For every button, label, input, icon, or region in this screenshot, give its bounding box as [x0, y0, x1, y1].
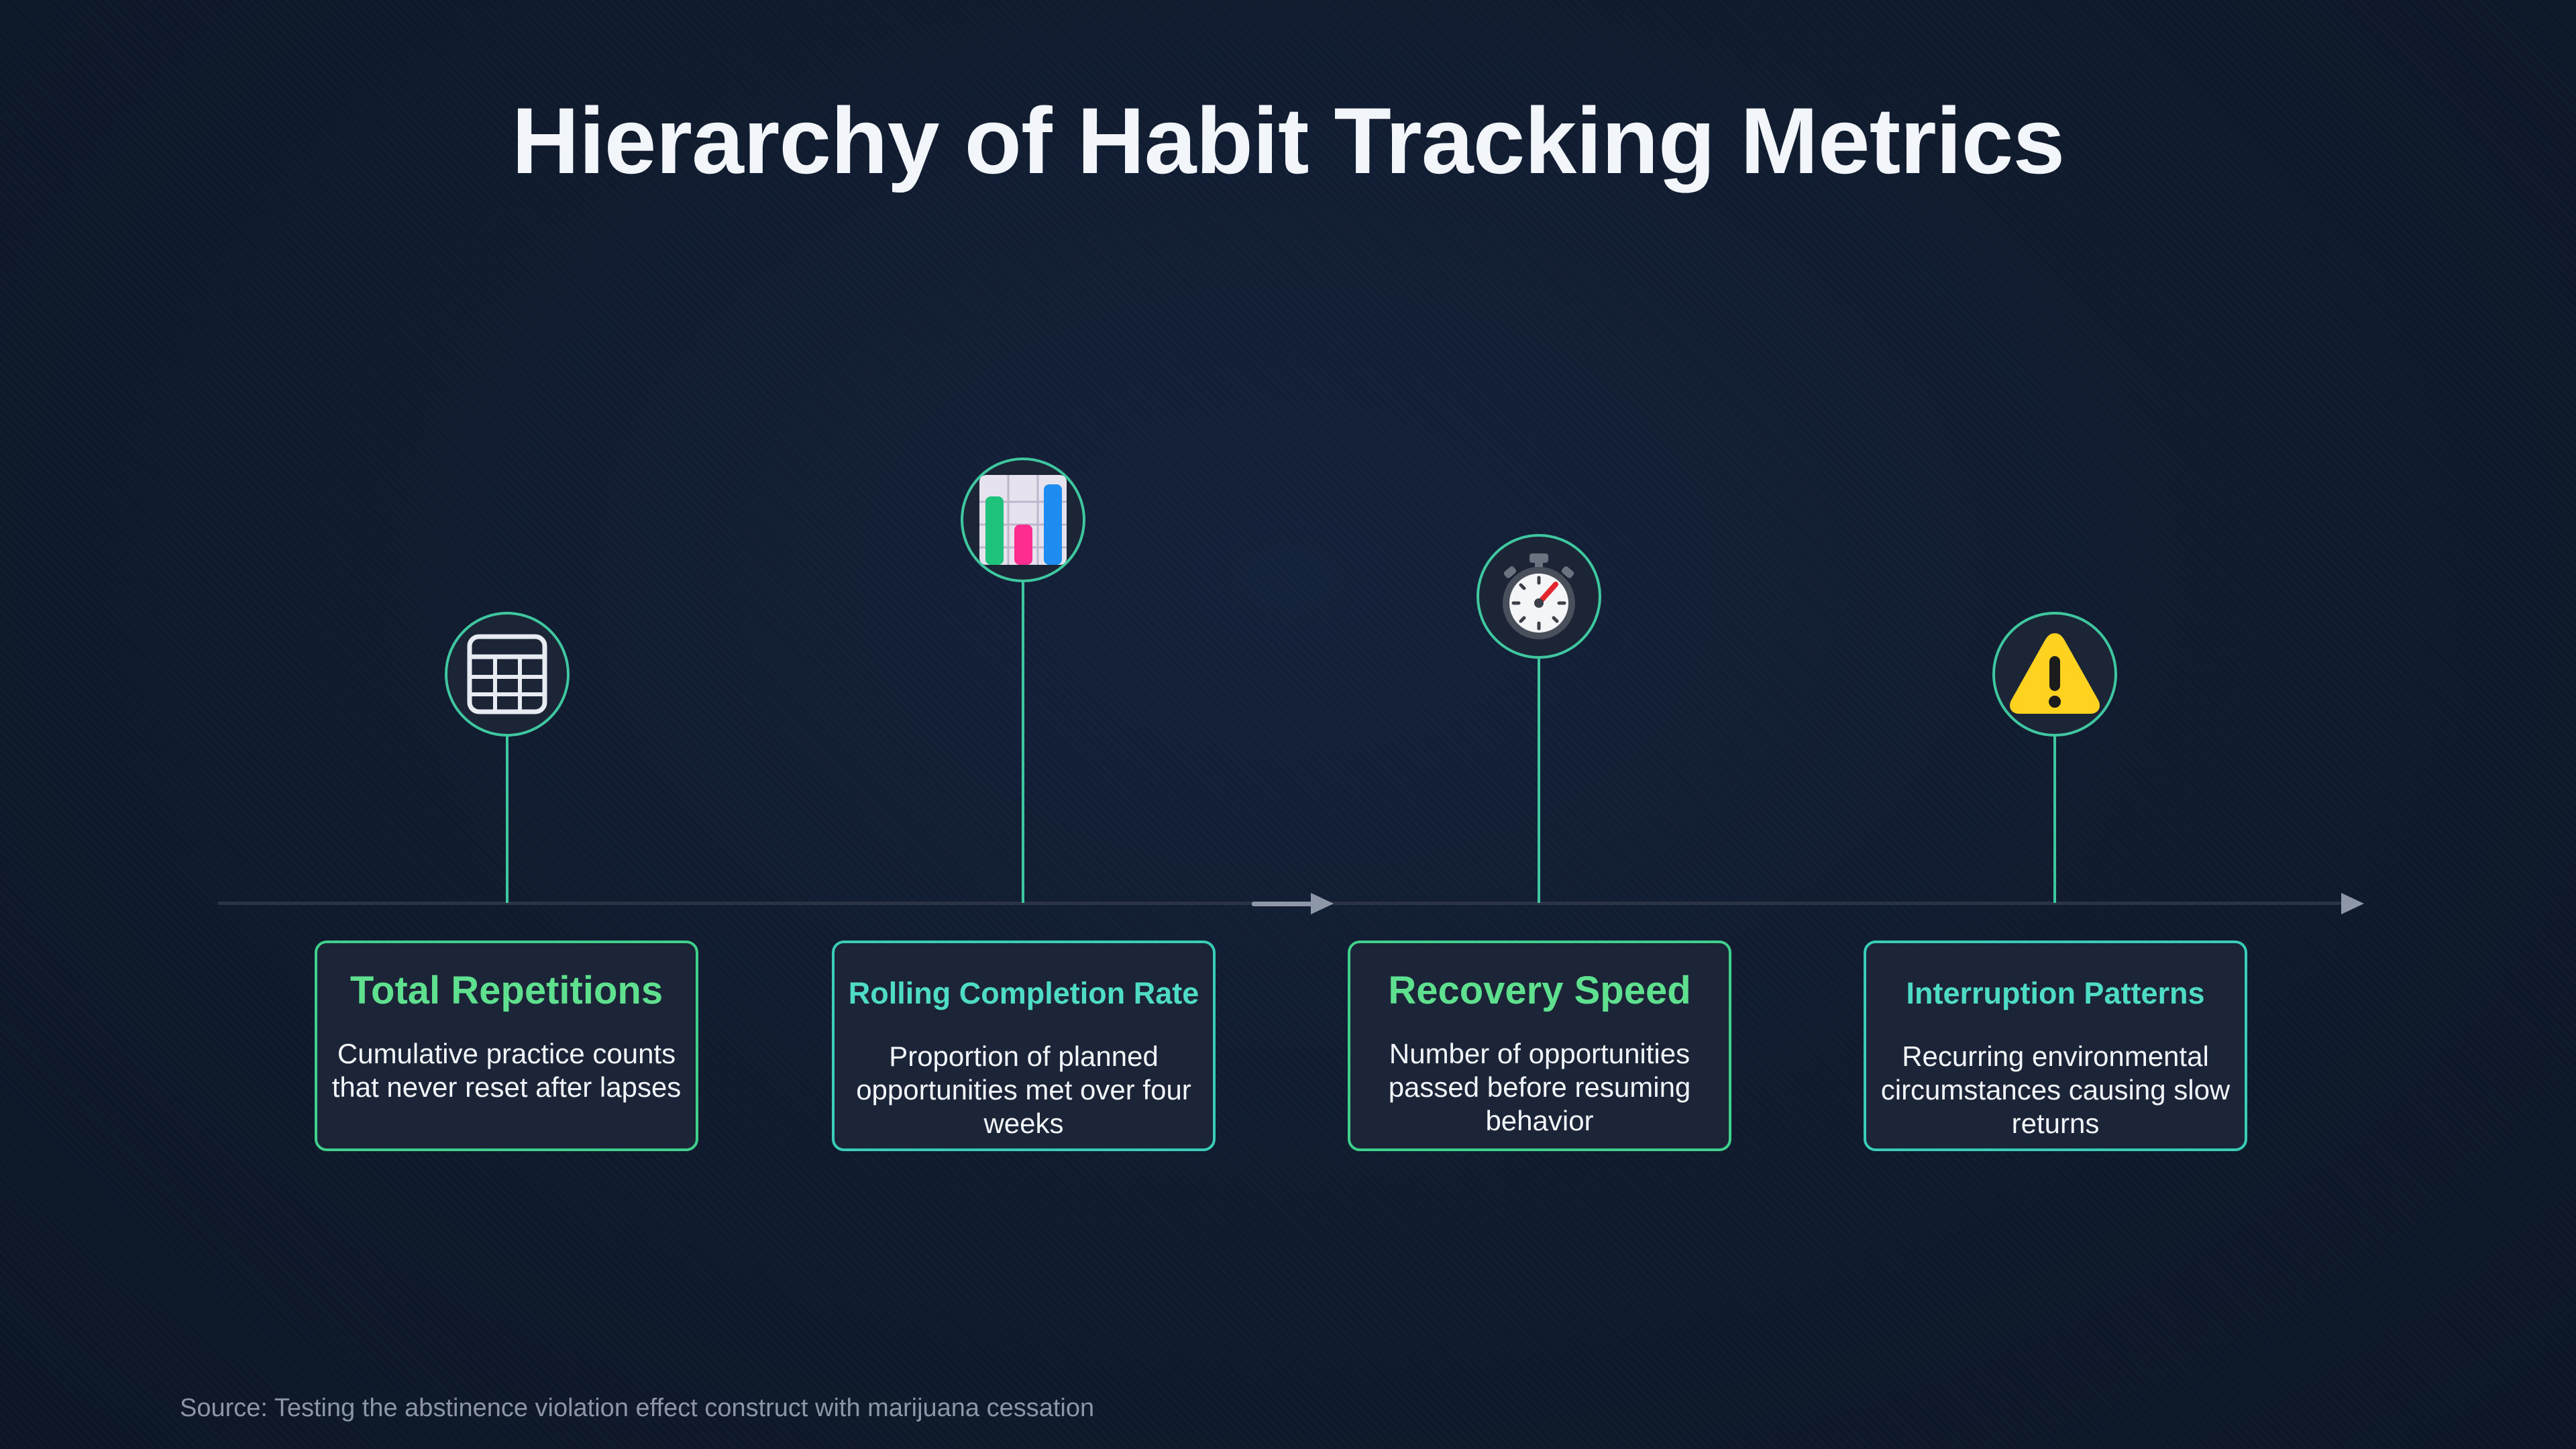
- metric-3-connector: [1538, 659, 1540, 903]
- metric-2-description: Proportion of planned opportunities met …: [856, 1040, 1191, 1139]
- metric-4-description: Recurring environmental circumstances ca…: [1880, 1040, 2231, 1139]
- metric-3-description: Number of opportunities passed before re…: [1388, 1038, 1691, 1136]
- metric-2-connector: [1022, 582, 1024, 903]
- metric-1-title: Total Repetitions: [350, 969, 663, 1012]
- warning-icon: [2010, 633, 2100, 714]
- metric-card-rolling-completion-rate: Rolling Completion Rate Proportion of pl…: [832, 941, 1216, 1151]
- metric-4-connector: [2053, 737, 2056, 903]
- metric-3-node: [1477, 534, 1601, 659]
- stopwatch-icon: [1503, 553, 1575, 639]
- page-title: Hierarchy of Habit Tracking Metrics: [511, 88, 2065, 193]
- timeline-direction-arrow-icon: [1252, 893, 1334, 914]
- metric-1-description: Cumulative practice counts that never re…: [331, 1038, 682, 1103]
- metric-2-node: [961, 458, 1085, 582]
- arrow-tip: [1311, 893, 1334, 914]
- metric-2-title: Rolling Completion Rate: [848, 976, 1199, 1010]
- source-citation: Source: Testing the abstinence violation…: [180, 1394, 1095, 1422]
- timeline-arrowhead: [2341, 893, 2364, 914]
- metric-3-title: Recovery Speed: [1388, 969, 1691, 1012]
- metric-4-node: [1992, 612, 2117, 737]
- metric-1-node: [445, 612, 570, 737]
- metric-4-title: Interruption Patterns: [1906, 976, 2205, 1010]
- bar-chart-icon: [979, 475, 1067, 565]
- grid-table-icon: [467, 634, 547, 714]
- metric-card-interruption-patterns: Interruption Patterns Recurring environm…: [1864, 941, 2247, 1151]
- metric-card-recovery-speed: Recovery Speed Number of opportunities p…: [1348, 941, 1731, 1151]
- arrow-shaft: [1252, 902, 1313, 906]
- metric-card-total-repetitions: Total Repetitions Cumulative practice co…: [315, 941, 698, 1151]
- metric-1-connector: [506, 737, 508, 903]
